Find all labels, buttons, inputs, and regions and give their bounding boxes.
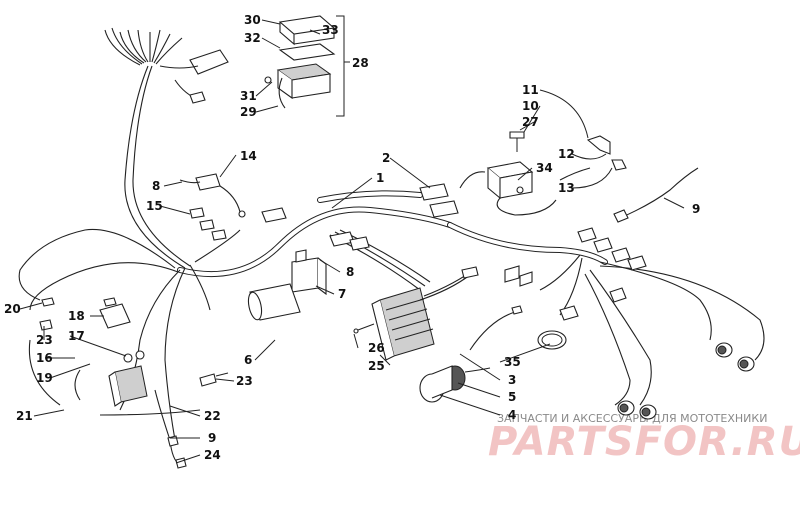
callout-7: 7 — [338, 287, 346, 301]
leader-lines — [19, 15, 685, 464]
callout-35: 35 — [504, 355, 521, 369]
callout-20: 20 — [4, 302, 21, 316]
callout-27: 27 — [522, 115, 539, 129]
callout-33: 33 — [322, 23, 339, 37]
watermark-logo: PARTSFOR.RU — [488, 419, 800, 465]
handlebar-switch-wires — [104, 27, 229, 269]
callout-26: 26 — [368, 341, 385, 355]
watermark-caption: ЗАПЧАСТИ И АКСЕССУАРЫ ДЛЯ МОТОТЕХНИКИ — [497, 412, 767, 425]
callout-16: 16 — [36, 351, 53, 365]
callout-22: 22 — [204, 409, 221, 423]
bulb-sockets-upper — [715, 342, 755, 372]
callout-31: 31 — [240, 89, 257, 103]
callout-8: 8 — [152, 179, 160, 193]
callout-5: 5 — [508, 390, 516, 404]
callout-17: 17 — [68, 329, 85, 343]
callout-30: 30 — [244, 13, 261, 27]
callout-19: 19 — [36, 371, 53, 385]
callout-14: 14 — [240, 149, 257, 163]
callout-21: 21 — [16, 409, 33, 423]
callout-23-right: 23 — [236, 374, 253, 388]
callout-15: 15 — [146, 199, 163, 213]
callout-6: 6 — [244, 353, 252, 367]
components — [28, 15, 755, 469]
callout-10: 10 — [522, 99, 539, 113]
callout-11: 11 — [522, 83, 539, 97]
callout-18: 18 — [68, 309, 85, 323]
callout-2: 2 — [382, 151, 390, 165]
callout-28: 28 — [352, 56, 369, 70]
callout-9: 9 — [692, 202, 700, 216]
voltage-regulator — [371, 287, 435, 361]
callout-3: 3 — [508, 373, 516, 387]
ignition-switch — [419, 365, 491, 403]
callout-24: 24 — [204, 448, 221, 462]
callout-32: 32 — [244, 31, 261, 45]
callout-13: 13 — [558, 181, 575, 195]
callouts: 30 32 33 28 31 29 11 10 27 14 2 1 34 12 … — [4, 13, 700, 462]
callout-29: 29 — [240, 105, 257, 119]
callout-8-lower: 8 — [346, 265, 354, 279]
callout-4: 4 — [508, 408, 516, 422]
bulb-sockets-lower — [617, 400, 657, 420]
fuse-box-cover — [278, 15, 336, 46]
callout-34: 34 — [536, 161, 553, 175]
gasket — [278, 43, 336, 61]
callout-23-left: 23 — [36, 333, 53, 347]
cdi-box — [486, 161, 557, 216]
starter-solenoid — [108, 350, 148, 407]
callout-9-lower: 9 — [208, 431, 216, 445]
relay-18 — [99, 303, 131, 329]
callout-12: 12 — [558, 147, 575, 161]
watermark: ЗАПЧАСТИ И АКСЕССУАРЫ ДЛЯ МОТОТЕХНИКИ PA… — [488, 412, 800, 465]
callout-25: 25 — [368, 359, 385, 373]
callout-1: 1 — [376, 171, 384, 185]
relay-7 — [291, 257, 319, 293]
